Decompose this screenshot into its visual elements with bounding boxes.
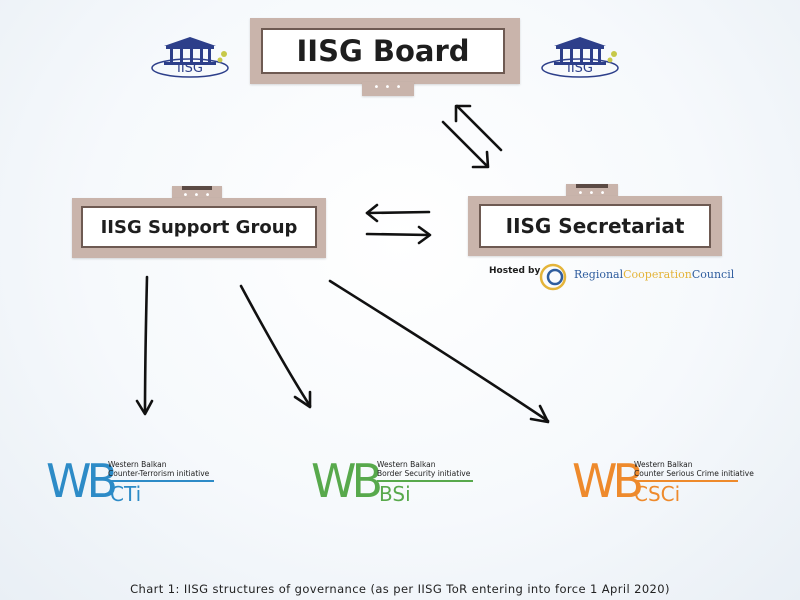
chart-caption: Chart 1: IISG structures of governance (…: [130, 582, 670, 596]
rcc-name-part2: Cooperation: [623, 268, 692, 281]
arrow-to-ctci: [143, 275, 149, 415]
initiative-logo-csci: WB Western Balkan Counter Serious Crime …: [572, 454, 754, 508]
secretariat-title: IISG Secretariat: [479, 204, 711, 248]
initiative-line1: Western Balkan: [634, 460, 693, 469]
secretariat-tab: • • •: [566, 184, 618, 199]
iisg-logo-right: IISG: [540, 34, 620, 80]
initiative-underline: [634, 480, 738, 482]
arrow-to-csci: [328, 279, 550, 423]
arrow-to-bsi-head: [293, 390, 312, 409]
arrow-secretariat-to-board: [455, 104, 503, 152]
initiative-logo-ctci: WB Western Balkan Counter-Terrorism init…: [46, 458, 221, 508]
arrow-to-secretariat-head: [417, 225, 432, 245]
secretariat-box: IISG Secretariat: [468, 196, 722, 256]
initiative-short: CTi: [110, 482, 142, 506]
tab-bar: [576, 184, 608, 188]
initiative-logo-bsi: WB Western Balkan Border Security initia…: [311, 458, 481, 508]
rcc-logo-icon: [538, 262, 570, 292]
initiative-underline: [377, 480, 473, 482]
rcc-name-part1: Regional: [574, 268, 624, 281]
initiative-short: BSi: [379, 482, 411, 506]
arrow-to-csci-head: [529, 404, 550, 424]
initiative-line2: Counter-Terrorism initiative: [108, 469, 210, 478]
support-group-box: IISG Support Group: [72, 198, 326, 258]
tab-dots: • • •: [577, 188, 607, 199]
tab-bar: [182, 186, 212, 190]
rcc-name-part3: Council: [691, 268, 735, 281]
arrow-to-ctci-head: [135, 399, 154, 416]
rcc-name: RegionalCooperationCouncil: [574, 268, 734, 281]
wb-letters: WB: [311, 454, 383, 508]
wb-letters: WB: [46, 454, 118, 508]
iisg-logo-text: IISG: [177, 61, 203, 76]
initiative-short: CSCi: [634, 482, 681, 506]
initiative-line2: Counter Serious Crime initiative: [634, 469, 754, 478]
arrow-to-bsi: [239, 284, 312, 408]
tab-dots: • • •: [182, 190, 212, 201]
board-tab: • • •: [362, 82, 414, 96]
support-group-title: IISG Support Group: [81, 206, 317, 248]
initiative-line1: Western Balkan: [108, 460, 167, 469]
board-box: IISG Board: [250, 18, 520, 84]
initiative-line2: Border Security initiative: [377, 469, 471, 478]
iisg-logo-left: IISG: [150, 34, 230, 80]
arrow-board-to-secretariat: [441, 120, 489, 168]
initiative-underline: [108, 480, 214, 482]
arrow-to-support-group: [365, 210, 431, 215]
iisg-logo-text: IISG: [567, 61, 593, 76]
arrow-board-to-secretariat-head: [471, 150, 490, 169]
arrow-to-support-group-head: [365, 203, 379, 223]
arrow-secretariat-to-board-head: [454, 104, 472, 123]
tab-dots: • • •: [373, 82, 403, 93]
initiative-line1: Western Balkan: [377, 460, 436, 469]
wb-letters: WB: [572, 454, 644, 508]
hosted-by-label: Hosted by: [489, 266, 541, 276]
board-title: IISG Board: [261, 28, 505, 74]
support-group-tab: • • •: [172, 186, 222, 201]
arrow-to-secretariat: [365, 232, 431, 237]
